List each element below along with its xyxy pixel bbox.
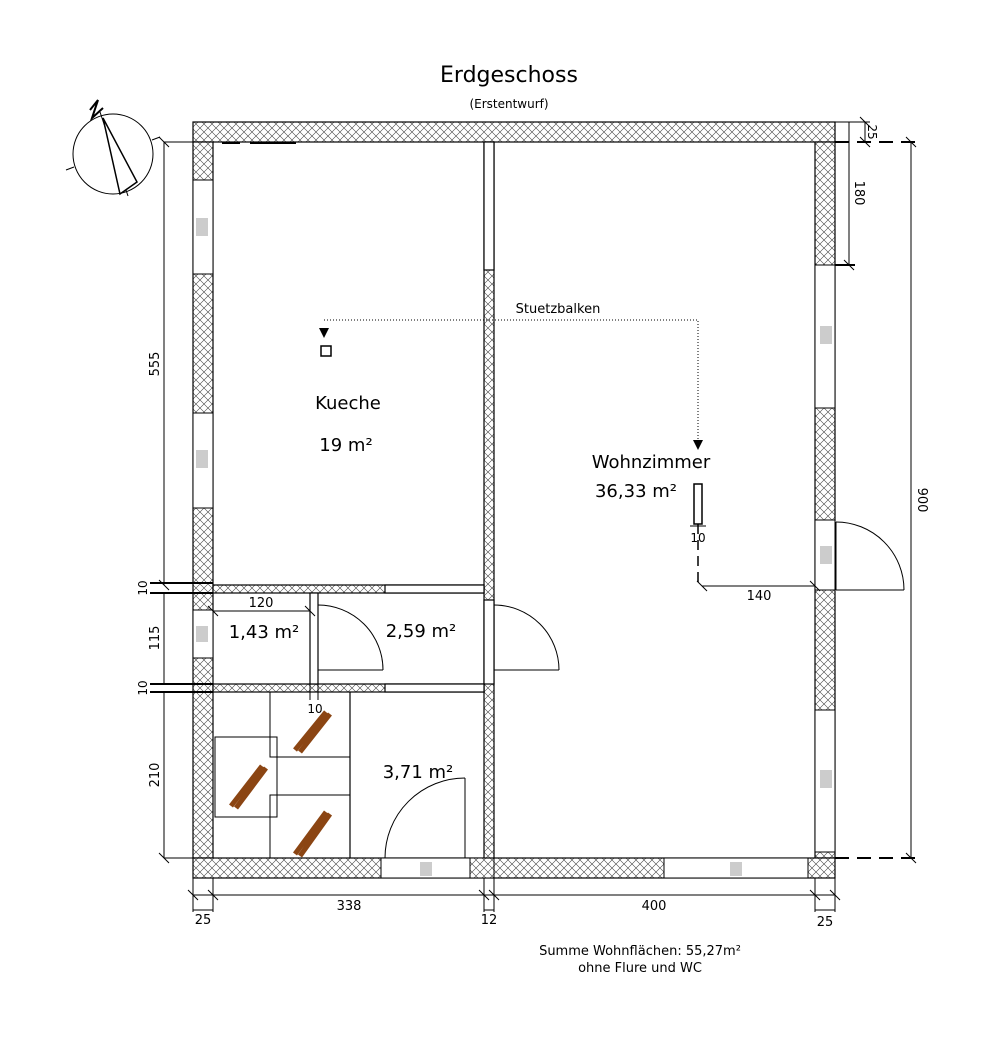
door-swing-right — [835, 521, 905, 591]
dim-bottom-right-width: 400 — [642, 899, 667, 914]
wall-small-divider — [309, 592, 319, 685]
interior-walls — [212, 141, 495, 859]
room-living-name: Wohnzimmer — [592, 452, 711, 473]
support-beam — [319, 319, 703, 586]
room-small1-area: 1,43 m² — [229, 622, 300, 643]
dim-bottom-mid-wall: 12 — [481, 913, 498, 928]
dim-top-right-depth: 180 — [851, 181, 866, 206]
dim-left-wall-b: 10 — [136, 680, 150, 695]
plan-title: Erdgeschoss — [440, 63, 578, 88]
windows — [192, 179, 836, 879]
room-living-area: 36,33 m² — [595, 481, 677, 502]
dim-column-10: 10 — [307, 702, 322, 716]
stairs — [214, 691, 351, 859]
dim-top-right-thickness: 25 — [865, 124, 879, 139]
dim-right-total: 900 — [914, 488, 929, 513]
room-kitchen-area: 19 m² — [319, 435, 372, 456]
beam-label: Stuetzbalken — [516, 302, 601, 317]
dim-small-room-width: 120 — [249, 596, 274, 611]
wall-bottom-mid — [469, 857, 495, 879]
wall-top — [192, 121, 836, 143]
dim-bottom-right-wall: 25 — [817, 915, 834, 930]
dim-left-stair: 210 — [148, 763, 163, 788]
dimension-lines — [150, 116, 917, 912]
plan-subtitle: (Erstentwurf) — [469, 97, 548, 111]
dim-beam-offset-10: 10 — [690, 531, 705, 545]
door-swing-small — [317, 604, 384, 671]
dim-beam-offset-140: 140 — [747, 589, 772, 604]
dim-left-wall-a: 10 — [136, 580, 150, 595]
doors — [317, 521, 905, 859]
outer-walls — [192, 121, 836, 879]
dim-bottom-left-wall: 25 — [195, 913, 212, 928]
door-swing-stair — [384, 777, 466, 859]
room-kitchen-name: Kueche — [315, 393, 381, 414]
door-swing-center — [493, 604, 560, 671]
beam-post-kitchen — [320, 345, 332, 357]
summary-line-2: ohne Flure und WC — [578, 961, 702, 976]
room-stair-area: 3,71 m² — [383, 762, 454, 783]
beam-post-living — [693, 483, 703, 525]
dim-bottom-left-width: 338 — [337, 899, 362, 914]
dim-left-small: 115 — [148, 626, 163, 651]
summary-line-1: Summe Wohnflächen: 55,27m² — [539, 944, 741, 959]
north-compass-icon — [65, 99, 161, 197]
dim-left-kitchen: 555 — [148, 352, 163, 377]
room-small2-area: 2,59 m² — [386, 621, 457, 642]
